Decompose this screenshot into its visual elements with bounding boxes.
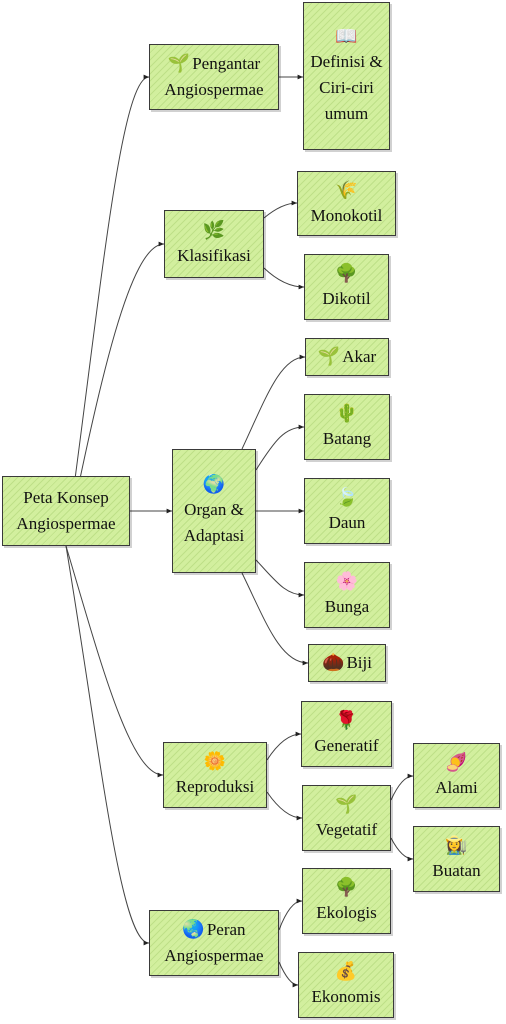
edge-vegetatif-alami [390, 773, 414, 801]
node-bunga-label: Bunga [324, 597, 370, 616]
globe-asia-icon: 🌏 [182, 919, 205, 940]
node-monokotil[interactable]: 🌾 Monokotil [297, 171, 396, 236]
herb-icon: 🌿 [202, 220, 226, 241]
edge-root-peran [65, 545, 150, 946]
money-bag-icon: 💰 [334, 961, 358, 982]
rose-icon: 🌹 [335, 710, 358, 731]
seedling-icon: 🌱 [317, 346, 341, 367]
node-root-label: Peta Konsep Angiospermae [16, 488, 116, 533]
node-generatif-label: Generatif [314, 736, 379, 755]
farmer-icon: 👩‍🌾 [445, 835, 468, 856]
tree-icon: 🌳 [335, 263, 358, 284]
blossom-icon: 🌸 [335, 571, 359, 592]
node-batang[interactable]: 🌵 Batang [304, 394, 390, 460]
seedling-icon: 🌱 [335, 794, 358, 815]
node-organ-label: Organ & Adaptasi [183, 500, 245, 545]
node-klasifikasi-label: Klasifikasi [177, 246, 251, 265]
node-definisi-label: Definisi & Ciri-ciri umum [310, 52, 383, 123]
edge-klasifikasi-dikotil [263, 267, 305, 290]
node-klasifikasi[interactable]: 🌿 Klasifikasi [164, 210, 264, 278]
flower-icon: 🌼 [203, 751, 227, 772]
node-root[interactable]: Peta Konsep Angiospermae [2, 476, 130, 546]
cactus-icon: 🌵 [335, 403, 359, 424]
edge-root-reproduksi [65, 545, 164, 778]
edge-klasifikasi-monokotil [263, 200, 298, 219]
node-reproduksi[interactable]: 🌼 Reproduksi [163, 742, 267, 808]
node-dikotil-label: Dikotil [322, 289, 371, 308]
node-peran[interactable]: 🌏Peran Angiospermae [149, 910, 279, 976]
node-batang-label: Batang [322, 429, 372, 448]
edge-organ-biji [241, 572, 309, 666]
edge-reproduksi-vegetatif [266, 791, 303, 821]
node-bunga[interactable]: 🌸 Bunga [304, 562, 390, 628]
seedling-icon: 🌱 [167, 53, 191, 74]
edge-root-pengantar [65, 74, 150, 547]
sweet-potato-icon: 🍠 [445, 751, 468, 773]
node-vegetatif-label: Vegetatif [315, 820, 378, 839]
book-icon: 📖 [335, 26, 358, 47]
edge-organ-batang [255, 424, 305, 471]
node-peran-label: Peran Angiospermae [164, 920, 264, 965]
node-organ[interactable]: 🌍 Organ & Adaptasi [172, 449, 256, 573]
tree-icon: 🌳 [335, 877, 358, 898]
node-biji[interactable]: 🌰Biji [308, 644, 386, 682]
edge-peran-ekonomis [278, 961, 299, 988]
node-alami-label: Alami [435, 777, 478, 797]
edge-peran-ekologis [278, 898, 303, 931]
node-reproduksi-label: Reproduksi [175, 777, 255, 796]
leaf-icon: 🍃 [335, 487, 359, 508]
edge-reproduksi-generatif [266, 731, 302, 761]
node-daun[interactable]: 🍃 Daun [304, 478, 390, 544]
edge-organ-bunga [255, 559, 305, 598]
node-pengantar[interactable]: 🌱Pengantar Angiospermae [149, 44, 279, 110]
node-ekologis[interactable]: 🌳 Ekologis [302, 868, 391, 934]
globe-icon: 🌍 [202, 474, 226, 495]
node-pengantar-label: Pengantar Angiospermae [164, 54, 264, 99]
node-buatan-label: Buatan [432, 861, 481, 880]
rice-icon: 🌾 [335, 179, 358, 201]
node-biji-label: Biji [346, 653, 372, 672]
node-generatif[interactable]: 🌹 Generatif [301, 701, 392, 767]
node-ekologis-label: Ekologis [316, 903, 377, 922]
node-definisi[interactable]: 📖 Definisi & Ciri-ciri umum [303, 2, 390, 150]
node-akar-label: Akar [342, 347, 377, 366]
node-dikotil[interactable]: 🌳 Dikotil [304, 254, 389, 320]
node-monokotil-label: Monokotil [310, 205, 383, 225]
edge-vegetatif-buatan [390, 837, 414, 862]
edge-organ-akar [241, 354, 306, 450]
node-ekonomis-label: Ekonomis [311, 987, 381, 1006]
node-buatan[interactable]: 👩‍🌾 Buatan [413, 826, 500, 892]
node-daun-label: Daun [328, 513, 366, 532]
node-vegetatif[interactable]: 🌱 Vegetatif [302, 785, 391, 851]
node-akar[interactable]: 🌱Akar [305, 338, 389, 376]
chestnut-icon: 🌰 [322, 652, 345, 673]
node-alami[interactable]: 🍠 Alami [413, 743, 500, 808]
node-ekonomis[interactable]: 💰 Ekonomis [298, 952, 394, 1018]
